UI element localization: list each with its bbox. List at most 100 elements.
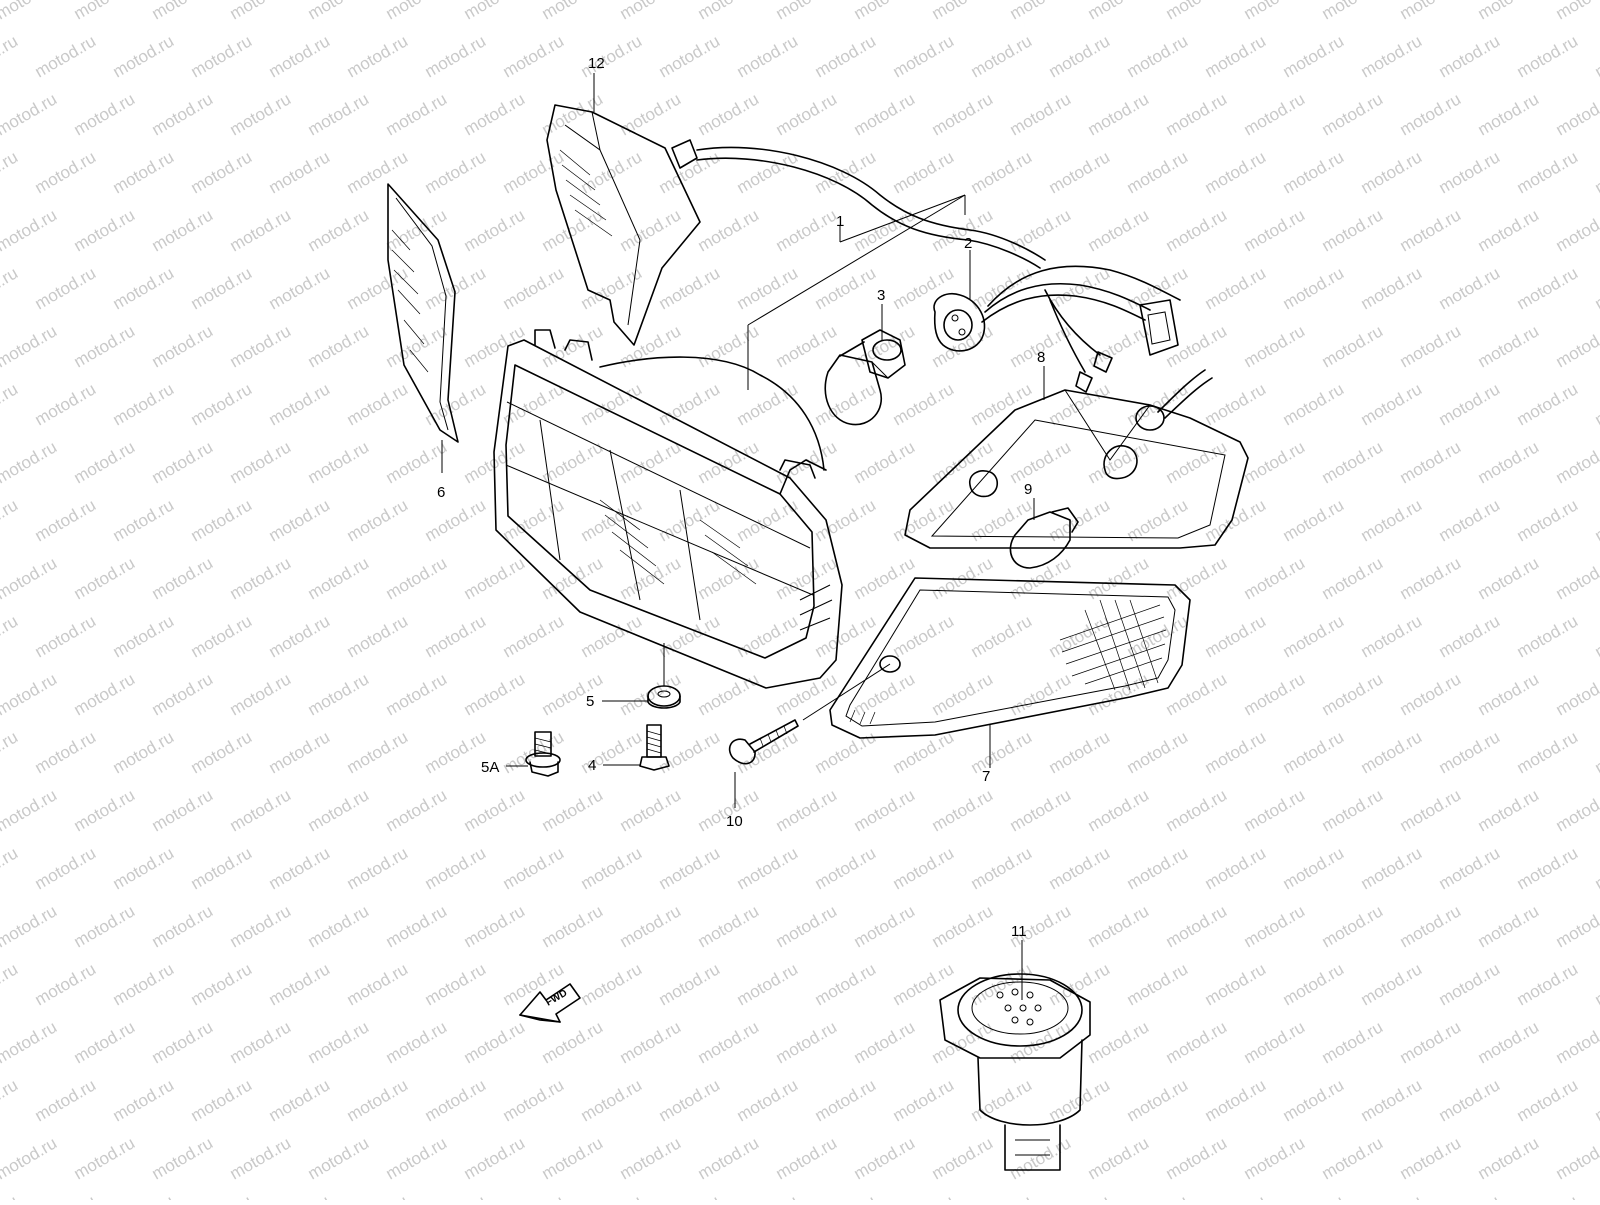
watermark-text: motod.ru bbox=[968, 495, 1036, 545]
watermark-text: motod.ru bbox=[305, 321, 373, 371]
watermark-text: motod.ru bbox=[1592, 611, 1600, 661]
watermark-text: motod.ru bbox=[422, 263, 490, 313]
watermark-text: motod.ru bbox=[149, 669, 217, 719]
watermark-text: motod.ru bbox=[1514, 1191, 1582, 1200]
watermark-text: motod.ru bbox=[422, 959, 490, 1009]
watermark-text: motod.ru bbox=[71, 321, 139, 371]
watermark-text: motod.ru bbox=[1358, 379, 1426, 429]
watermark-text: motod.ru bbox=[149, 1017, 217, 1067]
watermark-text: motod.ru bbox=[1202, 727, 1270, 777]
watermark-text: motod.ru bbox=[1436, 727, 1504, 777]
watermark-text: motod.ru bbox=[1085, 89, 1153, 139]
watermark-text: motod.ru bbox=[0, 669, 60, 719]
watermark-text: motod.ru bbox=[383, 0, 451, 23]
watermark-text: motod.ru bbox=[890, 959, 958, 1009]
watermark-text: motod.ru bbox=[1592, 263, 1600, 313]
watermark-text: motod.ru bbox=[851, 1017, 919, 1067]
watermark-text: motod.ru bbox=[656, 147, 724, 197]
watermark-text: motod.ru bbox=[32, 727, 100, 777]
watermark-text: motod.ru bbox=[344, 495, 412, 545]
callout-4: 4 bbox=[588, 757, 596, 774]
watermark-text: motod.ru bbox=[539, 901, 607, 951]
watermark-text: motod.ru bbox=[227, 1017, 295, 1067]
watermark-text: motod.ru bbox=[773, 437, 841, 487]
watermark-text: motod.ru bbox=[1007, 553, 1075, 603]
watermark-text: motod.ru bbox=[71, 0, 139, 23]
watermark-text: motod.ru bbox=[32, 31, 100, 81]
watermark-text: motod.ru bbox=[1319, 669, 1387, 719]
watermark-text: motod.ru bbox=[1007, 437, 1075, 487]
watermark-text: motod.ru bbox=[71, 205, 139, 255]
watermark-text: motod.ru bbox=[305, 1017, 373, 1067]
watermark-text: motod.ru bbox=[1397, 553, 1465, 603]
watermark-text: motod.ru bbox=[968, 611, 1036, 661]
callout-3: 3 bbox=[877, 287, 885, 304]
watermark-text: motod.ru bbox=[1397, 901, 1465, 951]
watermark-text: motod.ru bbox=[1046, 379, 1114, 429]
watermark-text: motod.ru bbox=[149, 205, 217, 255]
watermark-text: motod.ru bbox=[617, 1133, 685, 1183]
watermark-text: motod.ru bbox=[1319, 901, 1387, 951]
watermark-text: motod.ru bbox=[461, 553, 529, 603]
watermark-text: motod.ru bbox=[188, 495, 256, 545]
watermark-text: motod.ru bbox=[1007, 669, 1075, 719]
watermark-text: motod.ru bbox=[461, 1133, 529, 1183]
watermark-text: motod.ru bbox=[539, 321, 607, 371]
watermark-text: motod.ru bbox=[1319, 321, 1387, 371]
watermark-text: motod.ru bbox=[1553, 205, 1600, 255]
watermark-text: motod.ru bbox=[266, 843, 334, 893]
watermark-text: motod.ru bbox=[1163, 901, 1231, 951]
watermark-text: motod.ru bbox=[461, 785, 529, 835]
watermark-text: motod.ru bbox=[773, 901, 841, 951]
watermark-text: motod.ru bbox=[383, 1133, 451, 1183]
watermark-text: motod.ru bbox=[1592, 147, 1600, 197]
callout-1: 1 bbox=[836, 213, 844, 230]
watermark-text: motod.ru bbox=[1436, 379, 1504, 429]
watermark-text: motod.ru bbox=[266, 263, 334, 313]
watermark-text: motod.ru bbox=[422, 147, 490, 197]
watermark-text: motod.ru bbox=[851, 321, 919, 371]
watermark-text: motod.ru bbox=[1553, 321, 1600, 371]
watermark-text: motod.ru bbox=[1358, 843, 1426, 893]
watermark-text: motod.ru bbox=[422, 843, 490, 893]
watermark-text: motod.ru bbox=[266, 727, 334, 777]
watermark-text: motod.ru bbox=[1241, 785, 1309, 835]
watermark-text: motod.ru bbox=[1202, 1075, 1270, 1125]
watermark-text: motod.ru bbox=[578, 147, 646, 197]
watermark-text: motod.ru bbox=[1046, 263, 1114, 313]
watermark-text: motod.ru bbox=[0, 553, 60, 603]
watermark-text: motod.ru bbox=[656, 1075, 724, 1125]
watermark-text: motod.ru bbox=[0, 147, 21, 197]
watermark-text: motod.ru bbox=[929, 0, 997, 23]
watermark-text: motod.ru bbox=[110, 727, 178, 777]
watermark-text: motod.ru bbox=[1124, 959, 1192, 1009]
watermark-text: motod.ru bbox=[0, 495, 21, 545]
watermark-text: motod.ru bbox=[1007, 205, 1075, 255]
watermark-text: motod.ru bbox=[1241, 89, 1309, 139]
watermark-text: motod.ru bbox=[32, 959, 100, 1009]
watermark-text: motod.ru bbox=[1514, 843, 1582, 893]
watermark-text: motod.ru bbox=[1319, 0, 1387, 23]
watermark-text: motod.ru bbox=[344, 1075, 412, 1125]
watermark-text: motod.ru bbox=[0, 785, 60, 835]
watermark-text: motod.ru bbox=[461, 1017, 529, 1067]
watermark-text: motod.ru bbox=[188, 263, 256, 313]
watermark-text: motod.ru bbox=[1319, 553, 1387, 603]
watermark-text: motod.ru bbox=[1358, 611, 1426, 661]
watermark-text: motod.ru bbox=[1514, 1075, 1582, 1125]
watermark-text: motod.ru bbox=[656, 263, 724, 313]
watermark-text: motod.ru bbox=[1202, 31, 1270, 81]
watermark-text: motod.ru bbox=[1553, 901, 1600, 951]
callout-6: 6 bbox=[437, 484, 445, 501]
watermark-text: motod.ru bbox=[890, 611, 958, 661]
callout-12: 11 bbox=[1011, 923, 1027, 940]
callout-11: 10 bbox=[726, 813, 743, 830]
watermark-text: motod.ru bbox=[110, 1075, 178, 1125]
watermark-text: motod.ru bbox=[851, 437, 919, 487]
watermark-text: motod.ru bbox=[695, 1133, 763, 1183]
callout-7: 7 bbox=[982, 768, 990, 785]
watermark-text: motod.ru bbox=[812, 727, 880, 777]
watermark-text: motod.ru bbox=[305, 437, 373, 487]
watermark-text: motod.ru bbox=[266, 379, 334, 429]
